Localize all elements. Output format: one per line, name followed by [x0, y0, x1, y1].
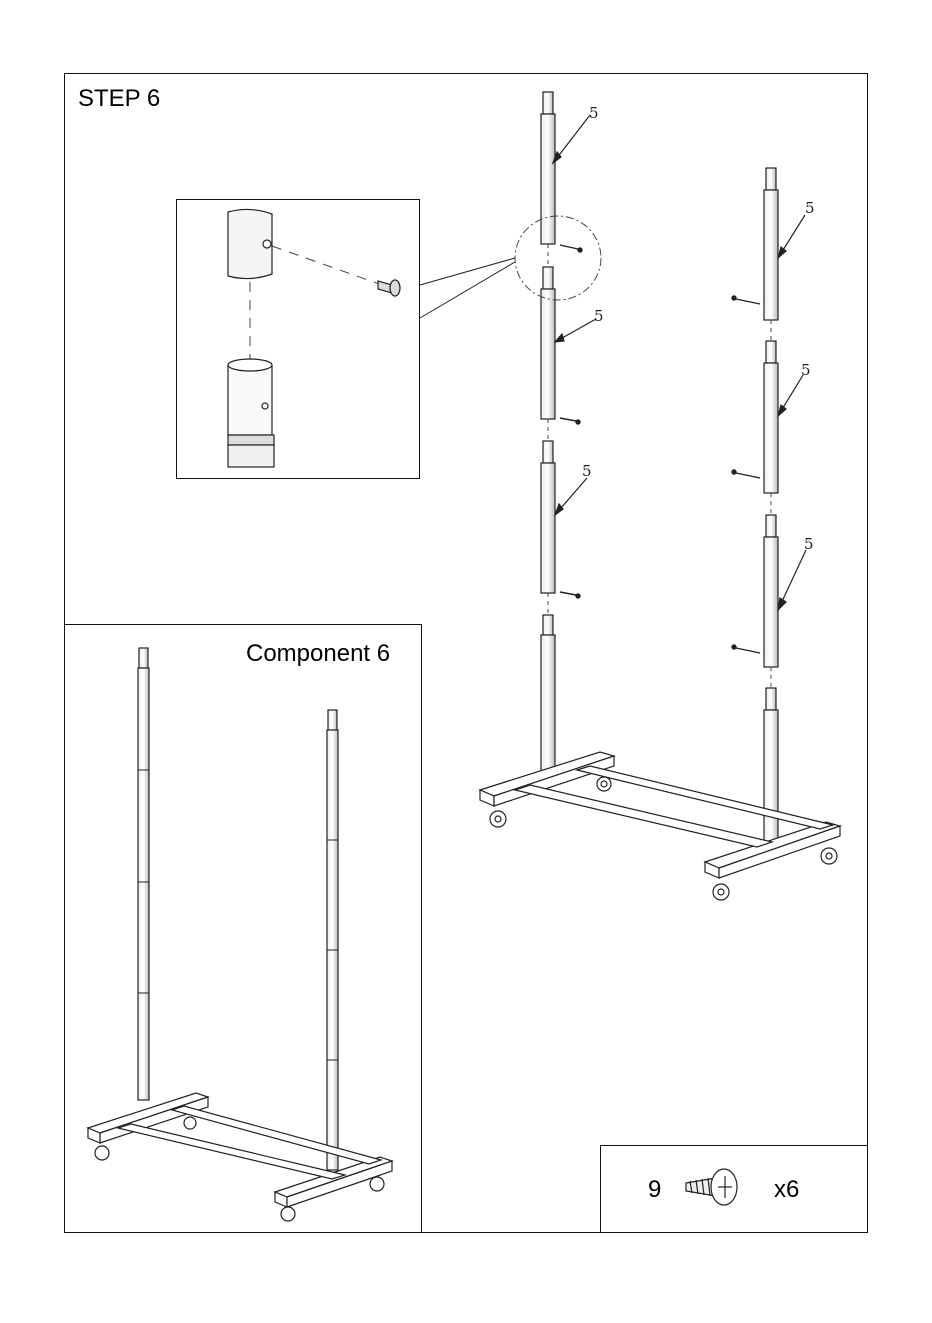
hardware-quantity: x6 [774, 1176, 799, 1204]
